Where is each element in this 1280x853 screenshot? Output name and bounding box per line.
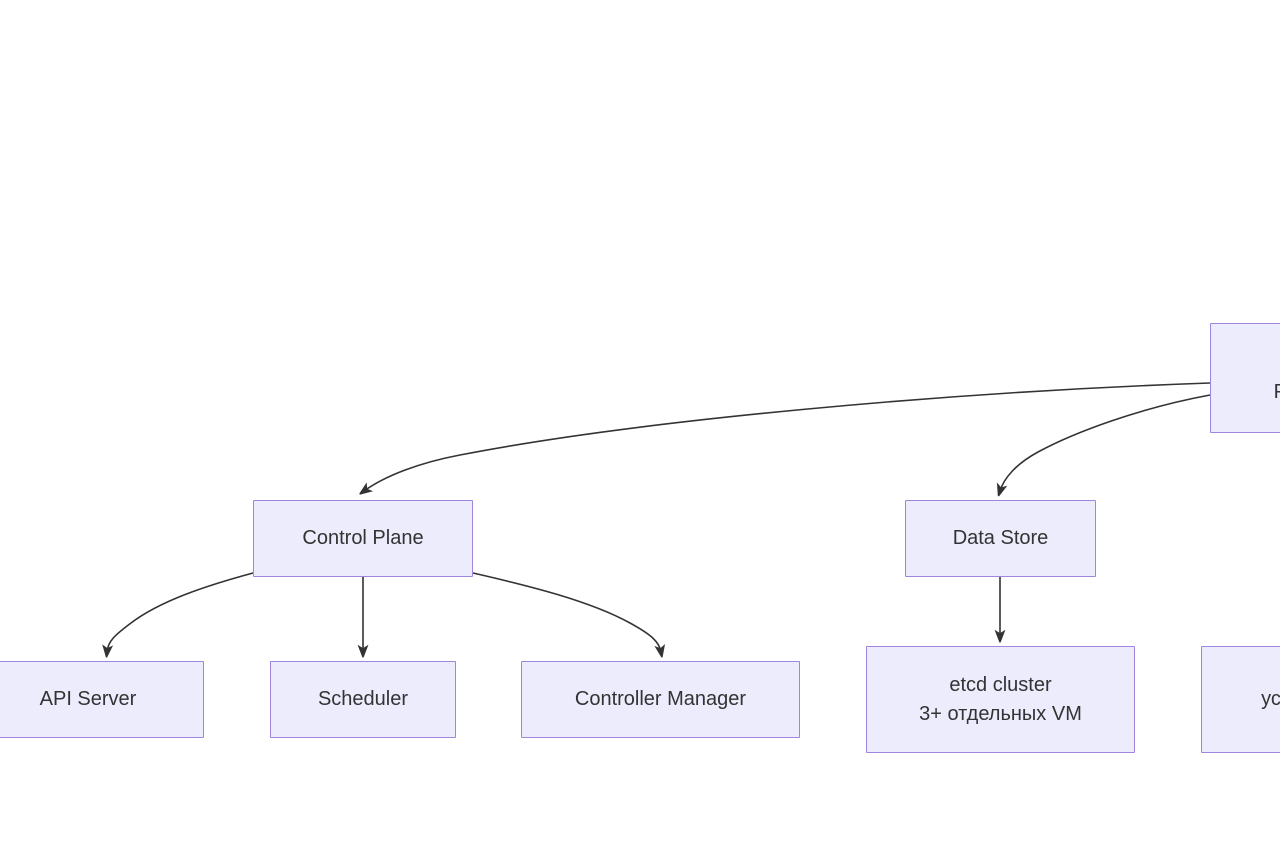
node-control-plane-label: Control Plane — [302, 527, 424, 549]
node-data-store[interactable]: Data Store — [905, 500, 1096, 577]
edge-root-to-data-store — [1000, 394, 1211, 491]
node-root-line-2: Раз — [1274, 378, 1280, 407]
node-scheduler-label: Scheduler — [317, 688, 409, 710]
edge-control-plane-to-api-server — [107, 572, 254, 652]
node-etcd-cluster-line-2: 3+ отдельных VM — [919, 702, 1082, 725]
node-scheduler[interactable]: Scheduler — [270, 661, 456, 738]
edge-root-to-control-plane — [364, 382, 1211, 491]
node-api-server-label: API Server — [39, 688, 137, 710]
node-controller-manager[interactable]: Controller Manager — [521, 661, 800, 738]
node-install[interactable]: уста — [1201, 646, 1280, 753]
node-data-store-label: Data Store — [952, 527, 1049, 549]
edge-control-plane-to-controller-manager — [472, 572, 661, 652]
node-api-server[interactable]: API Server — [0, 661, 204, 738]
node-control-plane[interactable]: Control Plane — [253, 500, 473, 577]
node-install-label: уста — [1261, 688, 1280, 710]
node-controller-manager-label: Controller Manager — [574, 688, 747, 710]
node-etcd-cluster-line-1: etcd cluster — [949, 673, 1052, 696]
node-etcd-cluster[interactable]: etcd cluster 3+ отдельных VM — [866, 646, 1135, 753]
node-root[interactable]: К Раз — [1210, 323, 1280, 433]
